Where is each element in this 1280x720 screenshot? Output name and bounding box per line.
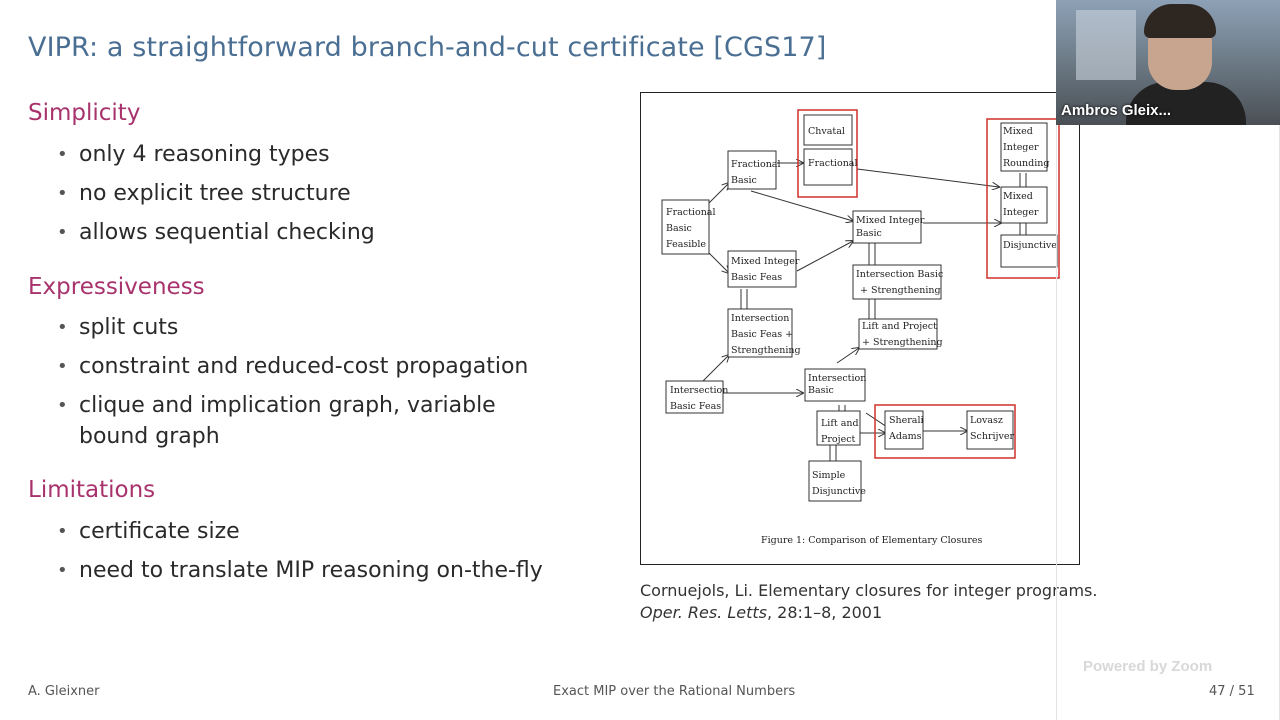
node-label: Integer (1003, 142, 1039, 153)
diagram-labels: Chvatal Fractional Fractional Basic Frac… (666, 126, 1057, 497)
slide-title: VIPR: a straightforward branch-and-cut c… (28, 32, 827, 63)
zoom-watermark: Powered by Zoom (1083, 658, 1213, 675)
node-label: Intersection (808, 373, 866, 384)
node-label: Chvatal (808, 126, 845, 137)
participant-hair (1144, 4, 1216, 38)
node-label: Schrijver (970, 431, 1014, 442)
node-label: Integer (1003, 207, 1039, 218)
node-label: Rounding (1003, 158, 1049, 169)
citation-details: , 28:1–8, 2001 (766, 603, 883, 622)
bullet-text: no explicit tree structure (79, 181, 351, 206)
node-label: Intersection (670, 385, 728, 396)
node-label: + Strengthening (860, 285, 941, 296)
bullet-text: need to translate MIP reasoning on-the-f… (79, 558, 543, 583)
figure-caption: Figure 1: Comparison of Elementary Closu… (761, 535, 983, 546)
section-heading-limitations: Limitations (28, 477, 156, 503)
closure-diagram-figure: Chvatal Fractional Fractional Basic Frac… (640, 92, 1080, 565)
node-label: Simple (812, 470, 846, 481)
node-label: Basic Feas (731, 272, 782, 283)
bullet-dot: • (57, 317, 68, 338)
bullet-dot: • (57, 222, 68, 243)
node-label: Strengthening (731, 345, 801, 356)
section-heading-expressiveness: Expressiveness (28, 274, 205, 300)
closure-diagram: Chvatal Fractional Fractional Basic Frac… (661, 109, 1060, 546)
node-label: Disjunctive (812, 486, 866, 497)
participant-name: Ambros Gleix... (1061, 102, 1172, 119)
node-label: Fractional (808, 158, 858, 169)
node-label: Lift and (821, 418, 859, 429)
bullet-text: split cuts (79, 315, 179, 340)
node-label: + Strengthening (862, 337, 943, 348)
bullet-text: allows sequential checking (79, 220, 375, 245)
footer-talk-title: Exact MIP over the Rational Numbers (553, 684, 796, 699)
bullet-text: only 4 reasoning types (79, 142, 330, 167)
node-label: Fractional (666, 207, 716, 218)
node-label: Mixed (1003, 191, 1033, 202)
node-label: Fractional (731, 159, 781, 170)
node-label: Lift and Project (862, 321, 937, 332)
bullet-text: certificate size (79, 519, 240, 544)
node-label: Sherali (889, 415, 924, 426)
node-label: Adams (888, 431, 922, 442)
node-label: Basic Feas (670, 401, 721, 412)
node-label: Lovasz (970, 415, 1003, 426)
node-label: Basic (808, 385, 834, 396)
node-label: Project (821, 434, 856, 445)
node-label: Intersection (731, 313, 789, 324)
figure-citation: Cornuejols, Li. Elementary closures for … (640, 580, 1097, 624)
bullet-text: constraint and reduced-cost propagation (79, 354, 529, 379)
footer-author: A. Gleixner (28, 684, 100, 699)
bullet-text: bound graph (79, 424, 220, 449)
background-window (1076, 10, 1136, 80)
node-label: Basic (856, 228, 882, 239)
bullet-dot: • (57, 395, 68, 416)
node-label: Feasible (666, 239, 706, 250)
citation-line: Oper. Res. Letts, 28:1–8, 2001 (640, 602, 1097, 624)
node-label: Mixed (1003, 126, 1033, 137)
node-label: Disjunctive (1003, 240, 1057, 251)
video-panel-edge (1056, 125, 1280, 720)
citation-line: Cornuejols, Li. Elementary closures for … (640, 581, 1098, 600)
diagram-nodes (661, 114, 1058, 502)
node-label: Mixed Integer (856, 215, 925, 226)
node-label: Basic (731, 175, 757, 186)
bullet-text: clique and implication graph, variable (79, 393, 496, 418)
bullet-dot: • (57, 356, 68, 377)
node-label: Basic (666, 223, 692, 234)
node-label: Mixed Integer (731, 256, 800, 267)
bullet-dot: • (57, 183, 68, 204)
node-label: Intersection Basic (856, 269, 943, 280)
citation-journal: Oper. Res. Letts (640, 603, 767, 622)
bullet-dot: • (57, 144, 68, 165)
bullet-dot: • (57, 560, 68, 581)
section-heading-simplicity: Simplicity (28, 100, 141, 126)
diagram-highlights (797, 109, 1060, 459)
footer-page-number: 47 / 51 (1209, 684, 1255, 699)
node-label: Basic Feas + (731, 329, 793, 340)
participant-video[interactable]: Ambros Gleix... (1056, 0, 1280, 125)
bullet-dot: • (57, 521, 68, 542)
